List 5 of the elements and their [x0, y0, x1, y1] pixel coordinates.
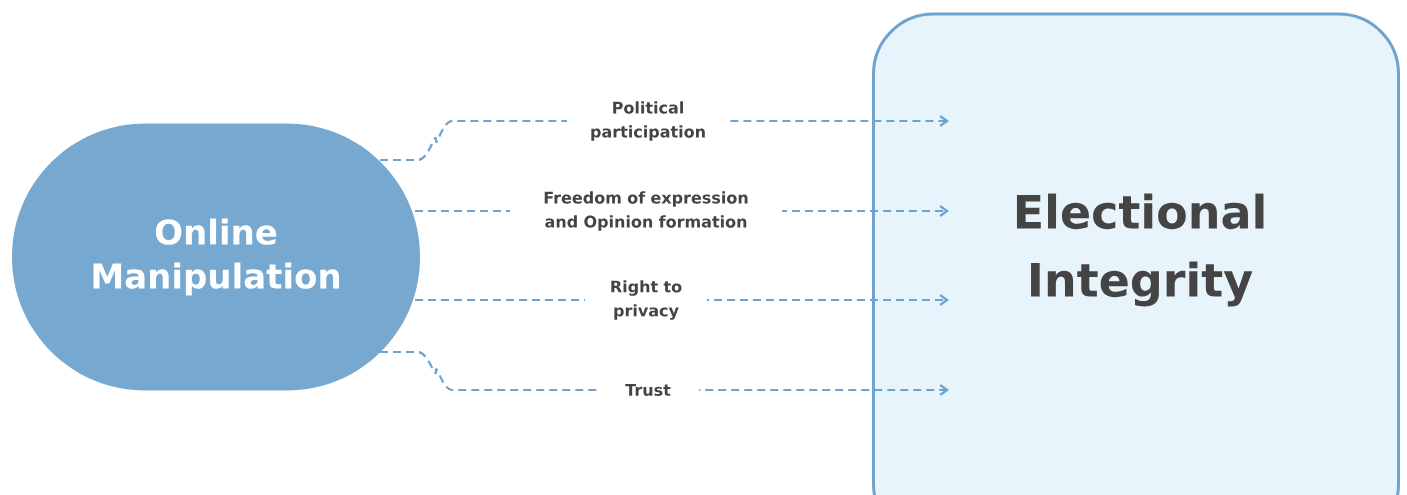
edge-label: Freedom of expression and Opinion formation: [510, 190, 782, 232]
rounded-box: Electional Integrity: [872, 12, 1400, 495]
edge-label: Political participation: [567, 100, 729, 142]
edge-label: Right to privacy: [585, 279, 707, 321]
edge-label: Trust: [597, 383, 699, 397]
